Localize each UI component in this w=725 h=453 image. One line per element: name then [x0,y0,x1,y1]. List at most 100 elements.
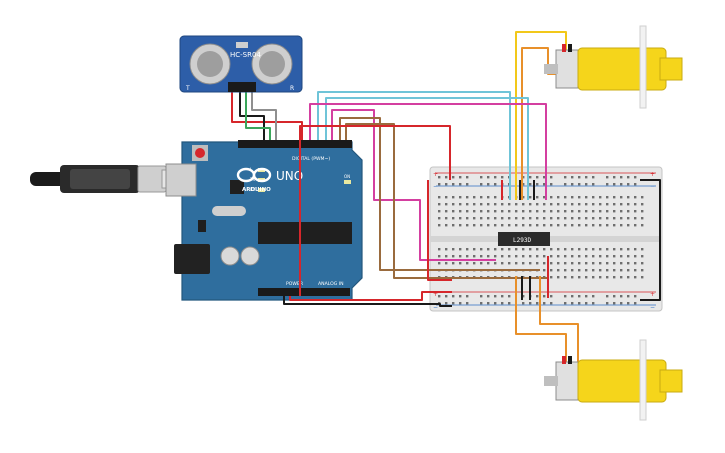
breadboard-hole [585,248,588,251]
breadboard-hole [620,196,623,199]
breadboard-hole [627,224,630,227]
breadboard-hole [494,295,497,298]
breadboard-hole [480,196,483,199]
breadboard-hole [536,210,539,213]
breadboard-hole [543,262,546,265]
breadboard-hole [550,217,553,220]
wire-brown-2 [345,123,548,279]
breadboard-hole [592,203,595,206]
breadboard-hole [613,217,616,220]
breadboard-hole [564,203,567,206]
breadboard-hole [550,276,553,279]
breadboard-hole [529,248,532,251]
breadboard-hole [522,302,525,305]
breadboard-hole [613,210,616,213]
breadboard-hole [606,276,609,279]
breadboard-hole [641,224,644,227]
breadboard-hole [536,196,539,199]
breadboard-hole [501,248,504,251]
breadboard-hole [529,210,532,213]
breadboard-hole [480,203,483,206]
breadboard-hole [452,255,455,258]
led-l-label: L [250,167,253,172]
breadboard-hole [494,302,497,305]
breadboard-hole [613,196,616,199]
breadboard-hole [445,203,448,206]
breadboard-hole [627,176,630,179]
breadboard-hole [599,248,602,251]
breadboard-hole [536,248,539,251]
breadboard-hole [466,224,469,227]
breadboard-hole [606,176,609,179]
breadboard-hole [543,224,546,227]
breadboard-hole [466,248,469,251]
breadboard-hole [613,269,616,272]
breadboard-hole [445,176,448,179]
breadboard-hole [620,203,623,206]
breadboard-hole [613,203,616,206]
breadboard-hole [438,255,441,258]
usb-cable [30,165,193,193]
wire-red-sensor [231,92,303,140]
breadboard-hole [627,269,630,272]
breadboard-hole [536,217,539,220]
breadboard-hole [585,196,588,199]
breadboard-hole [571,276,574,279]
breadboard-hole [606,255,609,258]
arduino-uno-board [165,140,363,301]
breadboard-hole [627,203,630,206]
breadboard-hole [634,224,637,227]
breadboard-hole [578,196,581,199]
breadboard-hole [634,269,637,272]
breadboard-hole [543,183,546,186]
arduino-logo-icon [236,167,272,183]
breadboard-hole [620,276,623,279]
breadboard-hole [522,183,525,186]
breadboard-hole [571,183,574,186]
breadboard-hole [557,269,560,272]
breadboard-hole [494,183,497,186]
breadboard-hole [585,276,588,279]
wire-black-bottom [283,296,452,307]
wire-yellow-motor-top [515,31,567,200]
breadboard-hole [438,248,441,251]
breadboard-hole [445,183,448,186]
breadboard-hole [592,302,595,305]
bb-minus-bottom: − [433,304,438,311]
breadboard-hole [536,203,539,206]
breadboard-hole [550,203,553,206]
ultrasonic-sensor [179,35,303,93]
wire-red-5v [299,125,451,296]
breadboard-hole [585,183,588,186]
breadboard-hole [473,255,476,258]
breadboard-hole [445,255,448,258]
breadboard-hole [494,203,497,206]
breadboard-hole [480,224,483,227]
breadboard-hole [606,203,609,206]
breadboard-hole [578,276,581,279]
breadboard-hole [592,262,595,265]
wire-orange-motor-bottom-1 [515,276,567,364]
breadboard-hole [634,248,637,251]
motor-bottom [544,339,683,421]
breadboard-hole [613,262,616,265]
breadboard-hole [641,210,644,213]
breadboard-hole [578,176,581,179]
breadboard-hole [571,217,574,220]
breadboard-hole [543,196,546,199]
sensor-model-label: HC-SR04 [230,51,261,59]
breadboard-hole [522,255,525,258]
wire-cyan-1 [317,91,511,200]
breadboard-hole [494,262,497,265]
breadboard-hole [564,269,567,272]
wire-orange-motor-bottom-2 [539,276,579,364]
breadboard-hole [627,196,630,199]
breadboard-hole [445,262,448,265]
breadboard-hole [634,217,637,220]
wire-black-right-rail [640,179,661,301]
breadboard-hole [501,302,504,305]
breadboard-hole [487,217,490,220]
breadboard-hole [480,176,483,179]
breadboard-hole [452,262,455,265]
breadboard-hole [487,224,490,227]
